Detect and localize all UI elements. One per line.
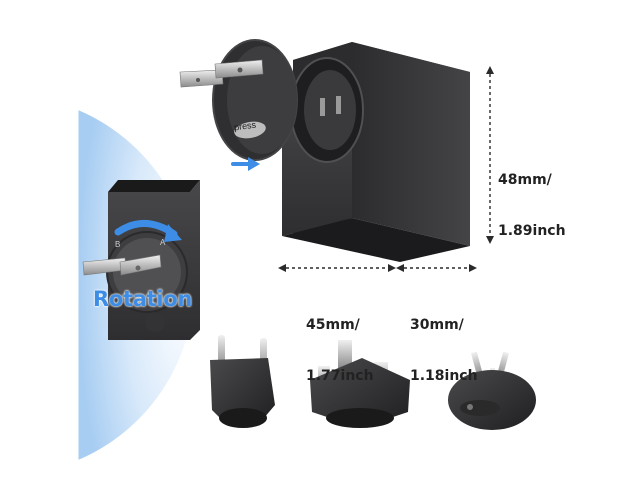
width-dimension-label: 45mm/ 1.77inch: [306, 283, 374, 402]
depth-inch: 1.18inch: [410, 368, 478, 384]
height-dimension-label: 48mm/ 1.89inch: [498, 138, 566, 257]
au-plug-adapter: [448, 351, 536, 430]
rotate-mark-left: B: [115, 240, 121, 249]
detachable-us-plug: [179, 39, 298, 161]
zoom-plug-prongs: [82, 254, 162, 276]
width-dimension-line: [278, 264, 396, 272]
width-mm: 45mm/: [306, 317, 360, 333]
depth-dimension-line: [396, 264, 477, 272]
height-mm: 48mm/: [498, 172, 552, 188]
rotation-label: Rotation: [93, 287, 193, 311]
height-inch: 1.89inch: [498, 223, 566, 239]
depth-mm: 30mm/: [410, 317, 464, 333]
uk-plug-adapter: [310, 340, 410, 428]
rotate-mark-right: A: [160, 238, 166, 247]
eu-plug-adapter: [210, 335, 275, 428]
height-dimension-line: [486, 66, 494, 244]
depth-dimension-label: 30mm/ 1.18inch: [410, 283, 478, 402]
width-inch: 1.77inch: [306, 368, 374, 384]
rotation-arrow-icon: [114, 220, 182, 242]
zoom-detail-charger: [82, 180, 200, 340]
charger-main-body: [282, 42, 470, 262]
arrow-right-icon: [231, 157, 260, 171]
